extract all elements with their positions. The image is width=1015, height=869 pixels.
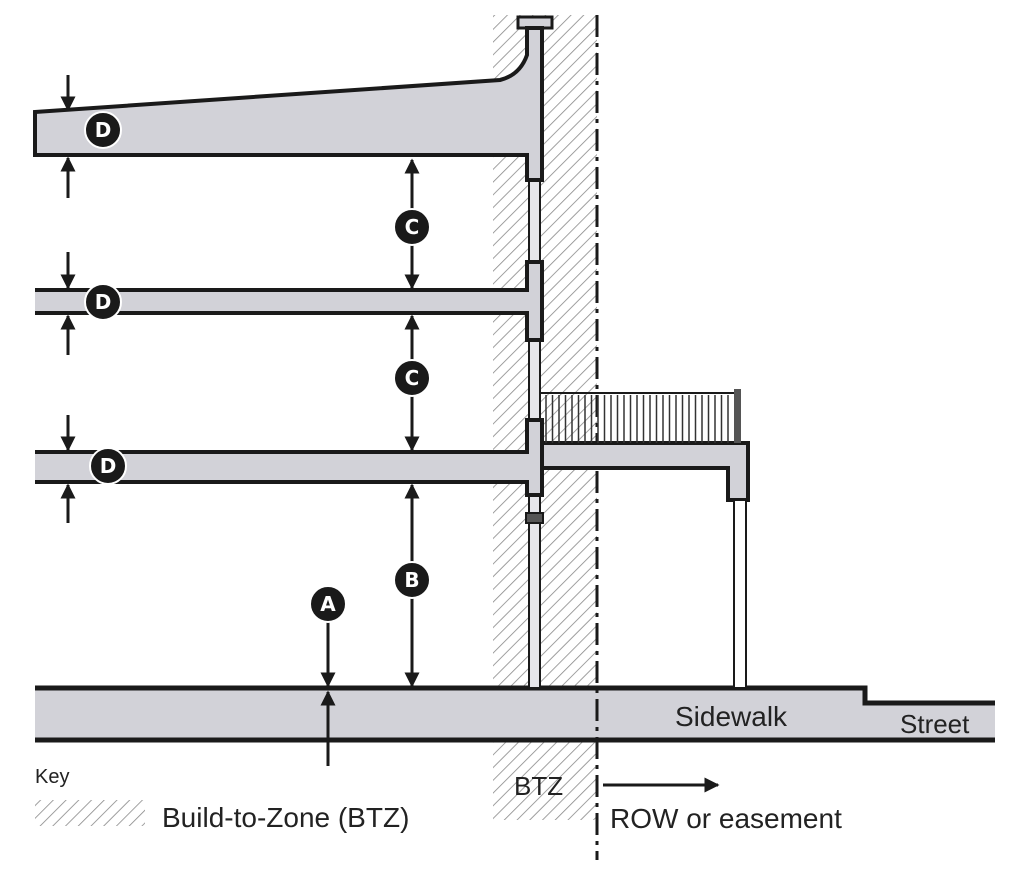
- row-label: ROW or easement: [610, 803, 842, 834]
- marker-letter: C: [405, 215, 420, 239]
- key-btz-label: Build-to-Zone (BTZ): [162, 802, 409, 833]
- marker-letter: D: [95, 118, 112, 142]
- marker-d-floor2: D: [84, 283, 122, 321]
- key-hatch-swatch: [35, 800, 145, 826]
- sidewalk-label: Sidewalk: [675, 701, 788, 732]
- marker-letter: C: [405, 366, 420, 390]
- marker-letter: D: [100, 454, 117, 478]
- marker-letter: D: [95, 290, 112, 314]
- marker-letter: B: [404, 568, 419, 592]
- key-heading: Key: [35, 766, 69, 788]
- roof-slab: [33, 26, 544, 182]
- btz-label: BTZ: [514, 771, 563, 801]
- railing-end-post: [734, 389, 741, 443]
- marker-c-lower: C: [393, 359, 431, 397]
- balcony: [540, 389, 750, 689]
- marker-d-floor1: D: [89, 447, 127, 485]
- marker-a: A: [309, 585, 347, 623]
- wall-detail: [525, 512, 544, 524]
- marker-d-roof: D: [84, 111, 122, 149]
- marker-letter: A: [320, 592, 336, 616]
- balcony-post: [733, 499, 747, 689]
- railing-balusters: [545, 395, 729, 443]
- dimension-arrows: [60, 75, 420, 766]
- street-label: Street: [900, 709, 970, 739]
- ground-sidewalk: [35, 685, 995, 743]
- floor-slab-2: [35, 260, 544, 342]
- marker-b: B: [393, 561, 431, 599]
- marker-c-upper: C: [393, 208, 431, 246]
